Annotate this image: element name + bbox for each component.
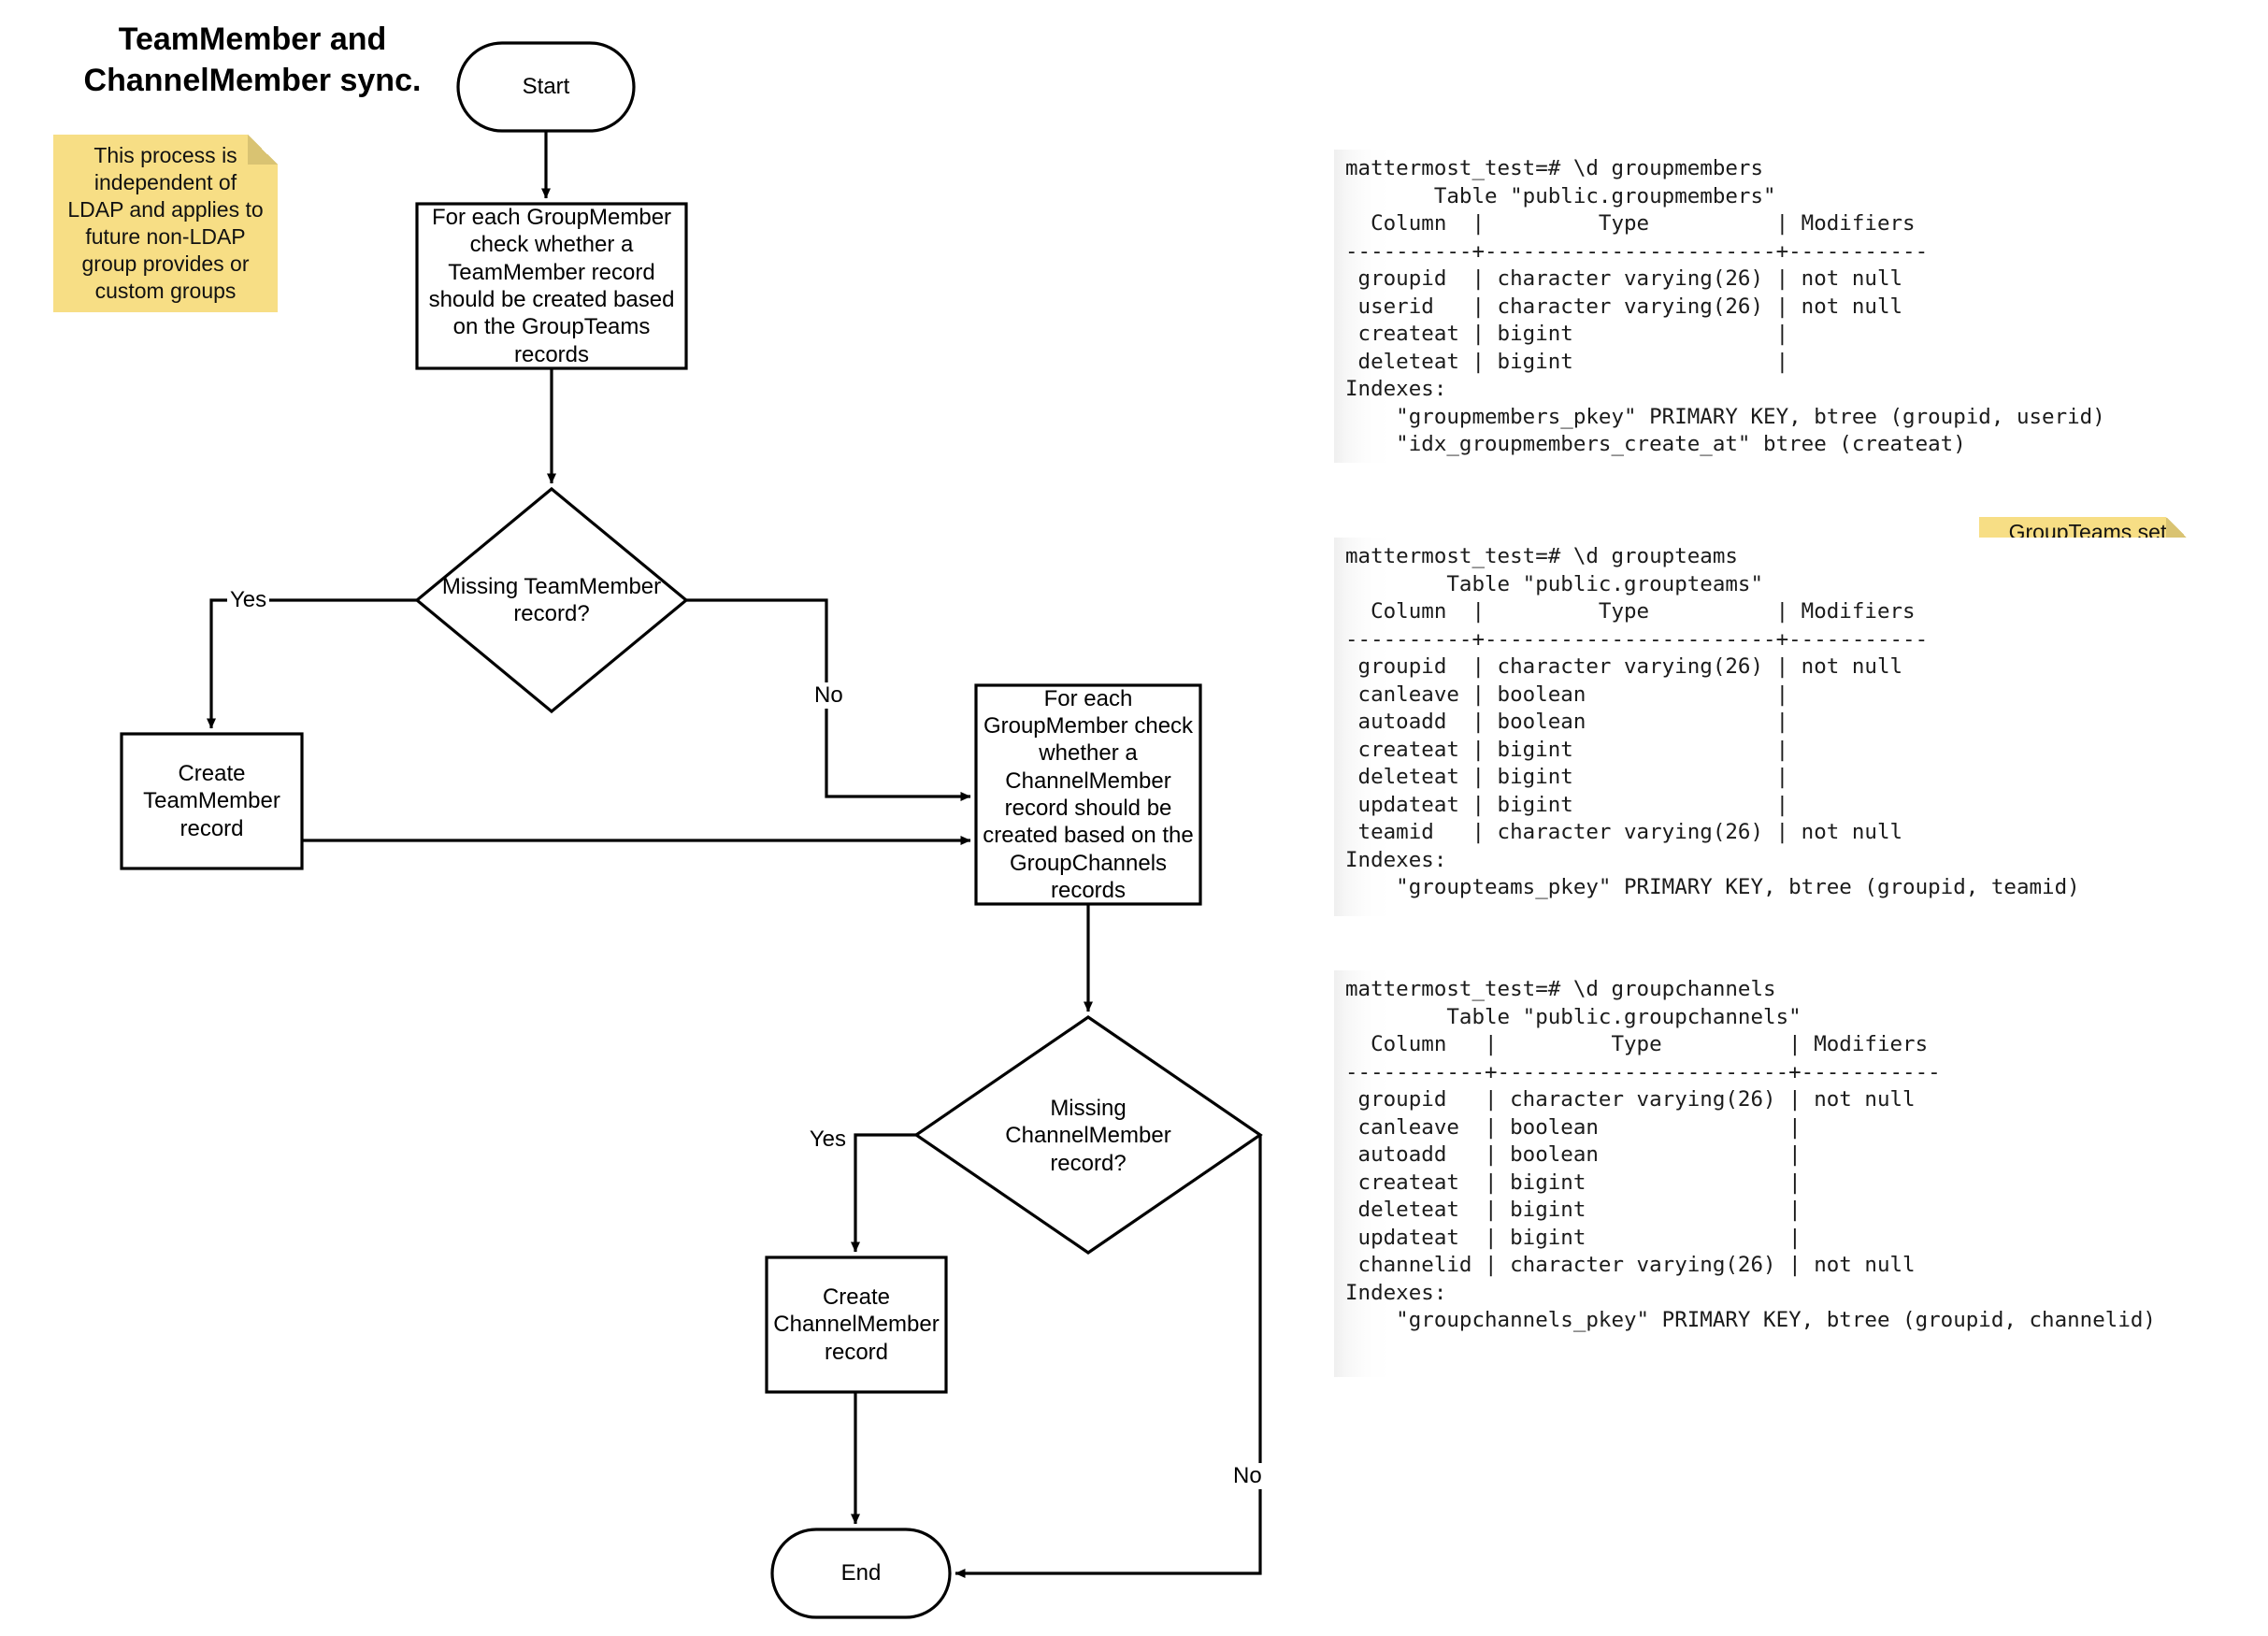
edge-decision2-yes — [851, 1133, 916, 1253]
terminal-output-groupteams: mattermost_test=# \d groupteams Table "p… — [1334, 538, 2260, 916]
node-label-missing-channelmember[interactable]: Missing ChannelMember record? — [1005, 1096, 1171, 1176]
node-label-for-each-groupmember-team[interactable]: For each GroupMember check whether a Tea… — [428, 205, 675, 367]
node-label-for-each-groupmember-channel[interactable]: For each GroupMember check whether a Cha… — [983, 685, 1194, 903]
node-label-end[interactable]: End — [840, 1560, 882, 1586]
edge-decision2-no — [955, 1135, 1262, 1578]
edge-label-team-no: No — [811, 682, 846, 709]
edge-label-channel-no: No — [1230, 1463, 1265, 1489]
note-fold-icon — [248, 135, 278, 165]
note-ldap[interactable]: This process is independent of LDAP and … — [53, 135, 278, 312]
edge-decision1-yes — [207, 598, 417, 729]
node-label-create-channelmember[interactable]: Create ChannelMember record — [773, 1284, 940, 1365]
edge-label-team-yes: Yes — [227, 587, 270, 613]
terminal-output-groupchannels: mattermost_test=# \d groupchannels Table… — [1334, 970, 2260, 1377]
terminal-output-groupmembers: mattermost_test=# \d groupmembers Table … — [1334, 150, 2260, 463]
edge-label-channel-yes: Yes — [806, 1127, 849, 1153]
node-label-missing-teammember[interactable]: Missing TeamMember record? — [441, 573, 662, 626]
note-ldap-text: This process is independent of LDAP and … — [67, 143, 264, 303]
page-title: TeamMember and ChannelMember sync. — [83, 22, 422, 99]
node-label-start[interactable]: Start — [522, 74, 570, 100]
node-label-create-teammember[interactable]: Create TeamMember record — [143, 761, 280, 841]
